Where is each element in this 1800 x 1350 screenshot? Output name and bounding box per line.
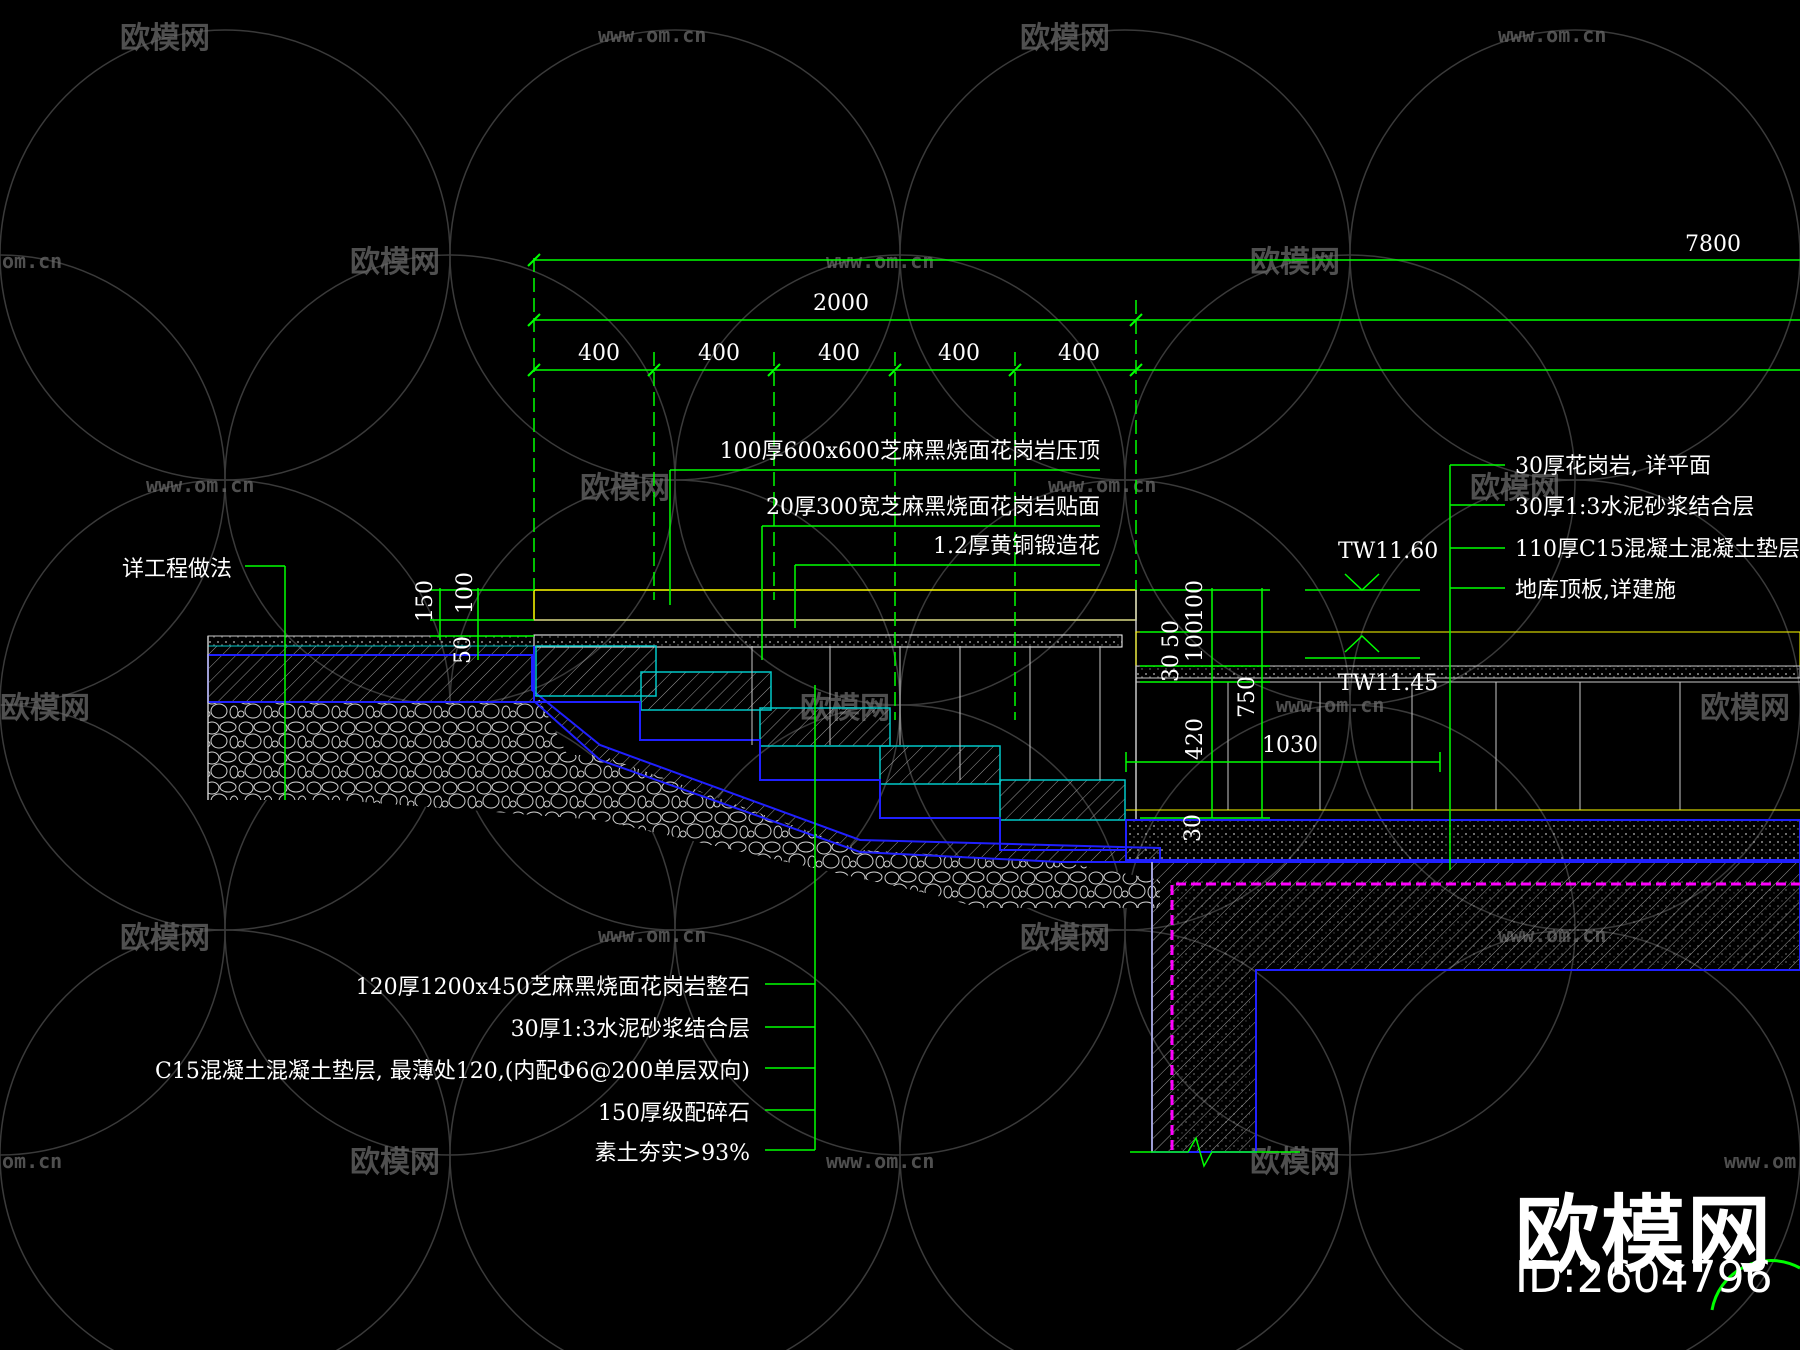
note-bottom-concrete: C15混凝土混凝土垫层, 最薄处120,(内配Φ6@200单层双向)	[155, 1059, 750, 1084]
note-brass: 1.2厚黄铜锻造花	[933, 534, 1100, 559]
note-bottom-gravel: 150厚级配碎石	[598, 1101, 750, 1126]
watermark-brand: 欧模网	[580, 471, 670, 506]
watermark-brand: 欧模网	[1020, 21, 1110, 56]
dim-2000: 2000	[813, 291, 869, 316]
dimension-labels: 7800 2000 400 400 400 400 400 150 100 50…	[413, 232, 1741, 842]
level-top: TW11.60	[1338, 539, 1438, 564]
watermark-brand: 欧模网	[120, 21, 210, 56]
dim-right-30a: 30	[1159, 654, 1184, 682]
right-base-slab	[1125, 819, 1800, 861]
dim-750: 750	[1235, 676, 1260, 718]
note-bottom-mortar: 30厚1:3水泥砂浆结合层	[511, 1017, 750, 1042]
watermark-brand: 欧模网	[1700, 691, 1790, 726]
right-paving	[1135, 631, 1800, 667]
level-bottom: TW11.45	[1338, 671, 1438, 696]
watermark-url: www.om.cn	[826, 249, 934, 273]
corner-arc	[1710, 1259, 1800, 1311]
watermark-url: www.om.cn	[598, 23, 706, 47]
watermark-url: om.cn	[2, 249, 62, 273]
dim-420: 420	[1183, 718, 1208, 760]
note-right-granite: 30厚花岗岩, 详平面	[1515, 454, 1711, 479]
left-paving	[207, 635, 535, 647]
note-right-slab: 地库顶板,详建施	[1515, 578, 1676, 603]
dim-segment: 400	[938, 341, 980, 366]
dim-segment: 400	[1058, 341, 1100, 366]
watermark-brand: 欧模网	[1250, 245, 1340, 280]
dim-segment: 400	[818, 341, 860, 366]
watermark-url: www.om.cn	[598, 923, 706, 947]
dimension-lines	[245, 253, 1800, 1151]
dim-segment: 400	[698, 341, 740, 366]
watermark-url: www.om.cn	[1498, 23, 1606, 47]
watermark-brand: 欧模网	[350, 1145, 440, 1180]
dim-1030: 1030	[1262, 733, 1318, 758]
dim-50: 50	[451, 636, 476, 664]
note-left: 详工程做法	[122, 557, 232, 582]
dim-right-50: 50	[1159, 620, 1184, 648]
watermark-url: om.cn	[2, 1149, 62, 1173]
note-right-concrete: 110厚C15混凝土混凝土垫层	[1515, 537, 1800, 562]
watermark-brand: 欧模网	[120, 921, 210, 956]
dim-7800: 7800	[1685, 232, 1741, 257]
note-right-mortar: 30厚1:3水泥砂浆结合层	[1515, 495, 1754, 520]
dim-right-30b: 30	[1181, 814, 1206, 842]
note-bottom-soil: 素土夯实>93%	[595, 1141, 750, 1166]
watermark-brand: 欧模网	[1250, 1145, 1340, 1180]
dim-150: 150	[413, 580, 438, 622]
watermark-brand: 欧模网	[1020, 921, 1110, 956]
dim-100: 100	[453, 572, 478, 614]
brand-logo-text: 欧模网	[1515, 1186, 1774, 1284]
note-coping: 100厚600x600芝麻黑烧面花岗岩压顶	[720, 439, 1100, 464]
watermark-brand: 欧模网	[1470, 471, 1560, 506]
granite-stair	[533, 634, 1123, 648]
watermark-url: www.om.cn	[146, 473, 254, 497]
dim-segment: 400	[578, 341, 620, 366]
watermark-url: www.om.cn	[826, 1149, 934, 1173]
brand-id: ID:2604796	[1515, 1252, 1773, 1303]
watermark-url: www.om.cn	[1276, 693, 1384, 717]
watermark-brand: 欧模网	[350, 245, 440, 280]
watermark-url: www.om.cn	[1724, 1149, 1800, 1173]
dim-right-100a: 100	[1183, 580, 1208, 622]
watermark-url: www.om.cn	[1048, 473, 1156, 497]
annotation-notes: 100厚600x600芝麻黑烧面花岗岩压顶 20厚300宽芝麻黑烧面花岗岩贴面 …	[122, 439, 1800, 1166]
section-geometry	[207, 589, 1800, 1168]
coping	[533, 589, 1137, 621]
note-bottom-stone: 120厚1200x450芝麻黑烧面花岗岩整石	[356, 975, 750, 1000]
note-facing: 20厚300宽芝麻黑烧面花岗岩贴面	[766, 495, 1100, 520]
watermark-brand: 欧模网	[0, 691, 90, 726]
dim-right-100b: 100	[1183, 620, 1208, 662]
